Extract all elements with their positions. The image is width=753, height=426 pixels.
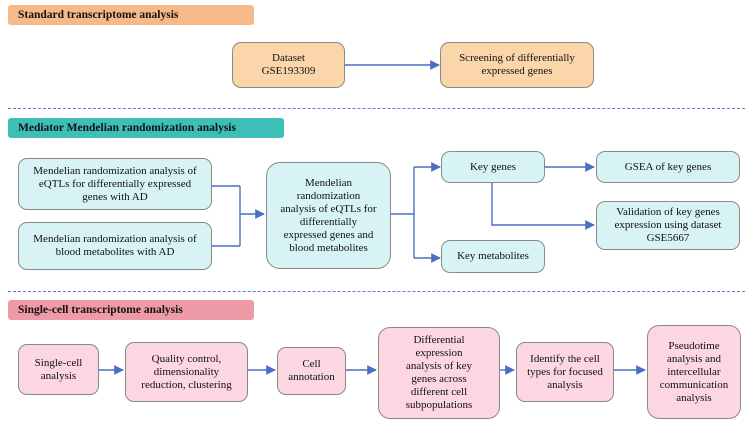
section-header-standard: Standard transcriptome analysis (8, 5, 254, 25)
section-divider-2 (8, 291, 745, 292)
pseudotime-box: Pseudotime analysis and intercellular co… (647, 325, 741, 419)
differential-expression-box: Differential expression analysis of key … (378, 327, 500, 419)
mr-eqtl-box: Mendelian randomization analysis of eQTL… (18, 158, 212, 210)
single-cell-analysis-box: Single-cell analysis (18, 344, 99, 395)
cell-annotation-box: Cell annotation (277, 347, 346, 395)
validation-box: Validation of key genes expression using… (596, 201, 740, 250)
identify-cell-types-box: Identify the cell types for focused anal… (516, 342, 614, 402)
section-divider-1 (8, 108, 745, 109)
section-header-mediator: Mediator Mendelian randomization analysi… (8, 118, 284, 138)
section-header-single-cell: Single-cell transcriptome analysis (8, 300, 254, 320)
arrow-key-genes-to-validation (491, 183, 595, 230)
gsea-box: GSEA of key genes (596, 151, 740, 183)
mr-center-box: Mendelian randomization analysis of eQTL… (266, 162, 391, 269)
dataset-box: Dataset GSE193309 (232, 42, 345, 88)
screening-box: Screening of differentially expressed ge… (440, 42, 594, 88)
key-genes-box: Key genes (441, 151, 545, 183)
mr-metabolites-box: Mendelian randomization analysis of bloo… (18, 222, 212, 270)
quality-control-box: Quality control, dimensionality reductio… (125, 342, 248, 402)
key-metabolites-box: Key metabolites (441, 240, 545, 273)
